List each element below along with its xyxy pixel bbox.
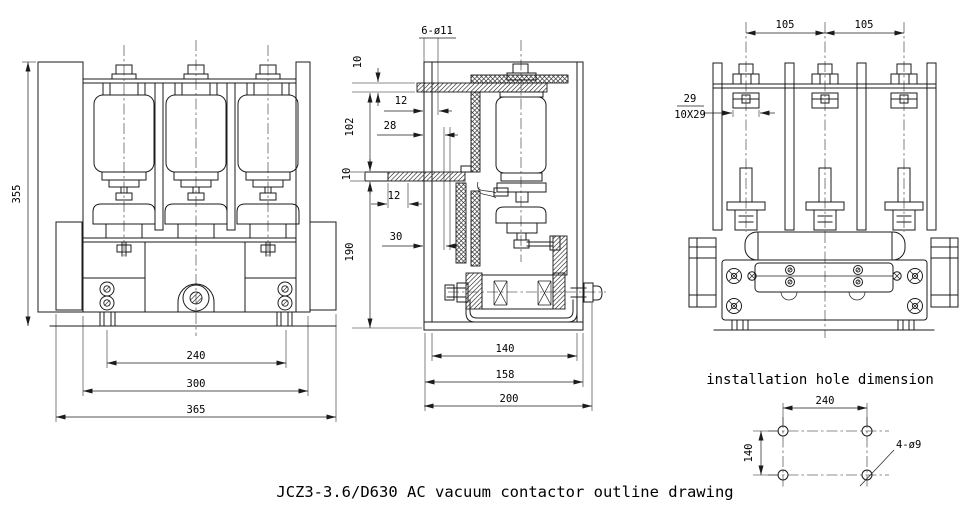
dim-front-foot-span: 240 [187,350,206,362]
rear-view: 105 105 29 10X29 [674,19,959,338]
dim-front-overall-width: 365 [187,404,206,416]
dim-side-lower-hole-offset: 12 [388,190,401,202]
dim-install-span-y: 140 [743,444,755,463]
dim-install-span-x: 240 [816,395,835,407]
dim-rear-terminal-width: 29 [684,93,697,105]
dim-side-mech-width: 140 [496,343,515,355]
install-detail: installation hole dimension 240 140 4-ø9 [706,372,934,489]
dim-front-height: 355 [11,185,23,204]
dim-rear-pitch-right: 105 [855,19,874,31]
dim-side-hole-center-offset: 28 [384,120,397,132]
side-view: 6-ø11 10 12 102 28 10 12 190 30 [341,25,606,411]
dim-rear-pitch-left: 105 [776,19,795,31]
front-view: 355 240 300 365 [11,40,337,422]
dim-side-terminal-gap: 102 [344,118,356,137]
dim-side-hole-to-frame: 30 [390,231,403,243]
dim-side-lower-height: 190 [344,243,356,262]
dim-front-base-width: 300 [187,378,206,390]
install-caption: installation hole dimension [706,372,934,388]
dim-side-upper-bar-thickness: 10 [352,56,364,69]
dim-install-hole-spec: 4-ø9 [896,439,921,451]
dim-side-terminal-holes: 6-ø11 [421,25,453,37]
dim-side-bracket-width: 158 [496,369,515,381]
dim-side-lower-bar-thickness: 10 [341,168,353,181]
dim-rear-terminal-slot: 10X29 [674,109,706,121]
drawing-title: JCZ3-3.6/D630 AC vacuum contactor outlin… [276,483,733,501]
dim-side-upper-hole-offset: 12 [395,95,408,107]
dim-side-overall-depth: 200 [500,393,519,405]
